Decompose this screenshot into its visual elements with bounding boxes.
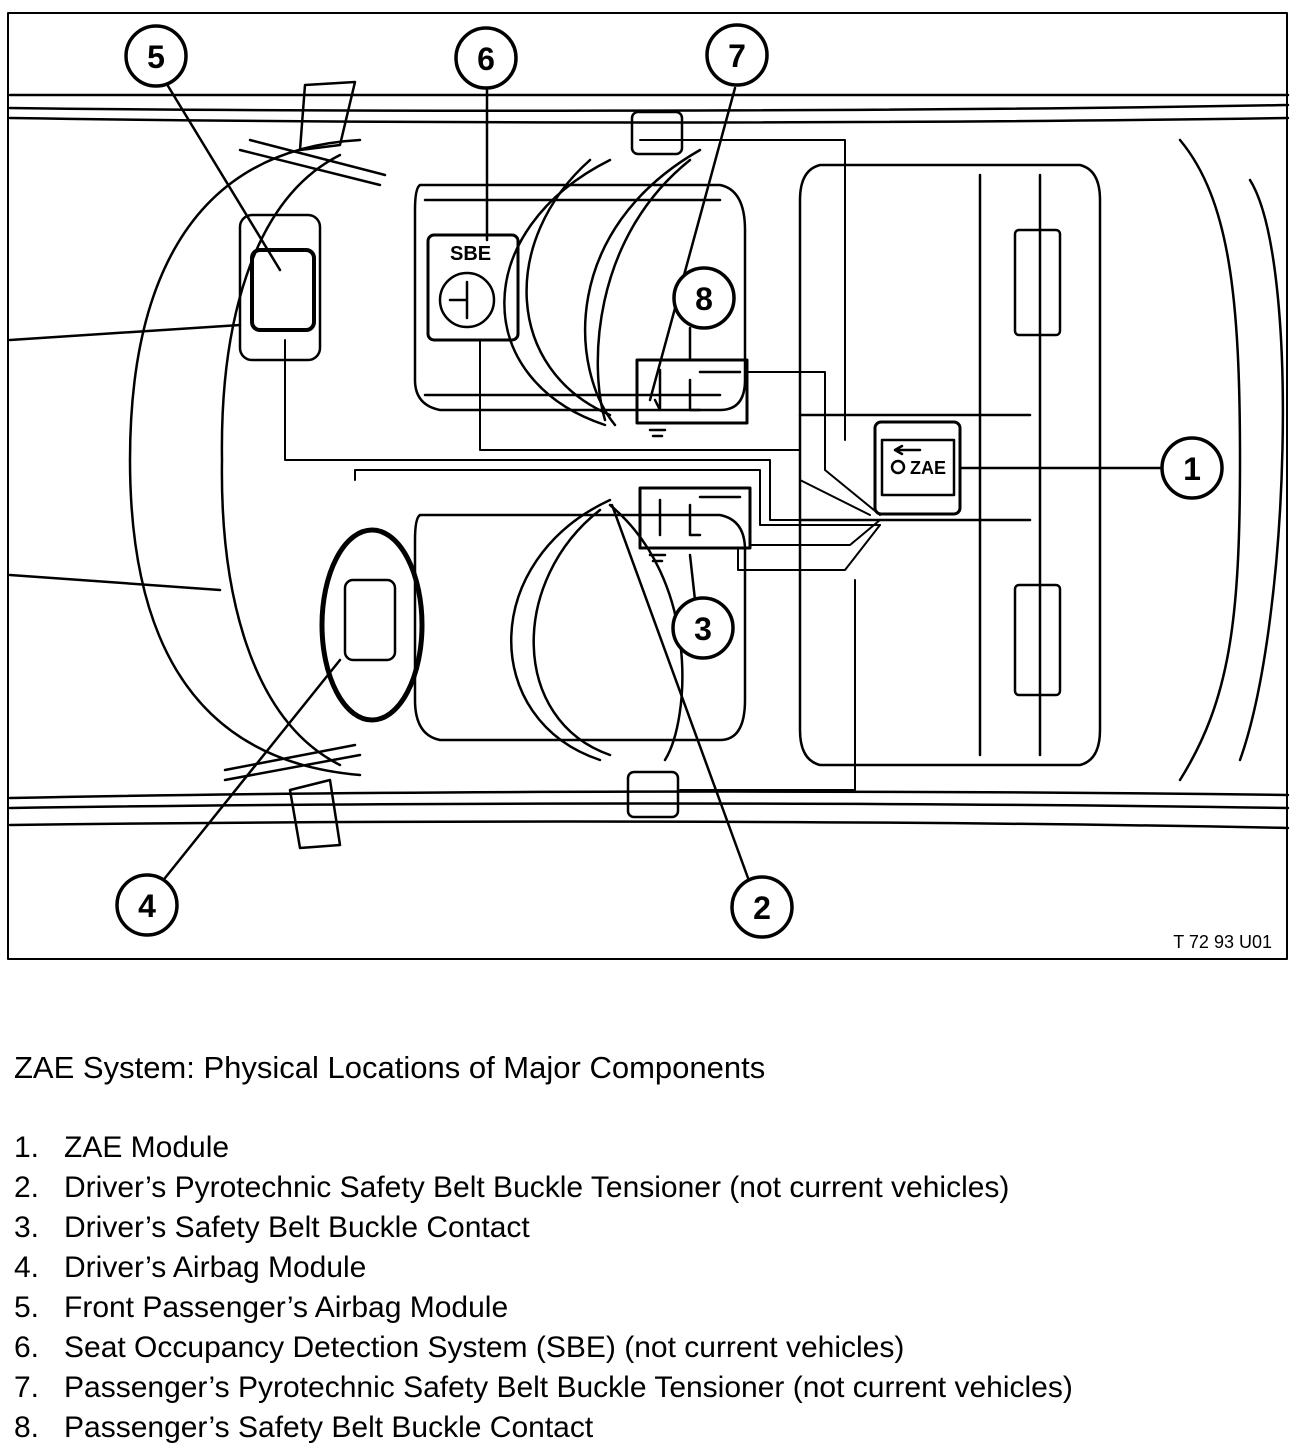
legend-number: 2. [14,1171,40,1204]
callout-4: 4 [138,888,156,924]
leader-lines [163,84,1164,880]
callout-2: 2 [753,890,771,926]
legend-text: Front Passenger’s Airbag Module [64,1291,509,1324]
driver-seat [413,513,747,742]
callout-3-circle [671,596,735,660]
callout-5: 5 [147,39,165,75]
callout-2-circle [730,875,794,939]
legend-text: Driver’s Airbag Module [64,1251,367,1284]
callout-4-circle [115,873,179,937]
legend-item: 7. Passenger’s Pyrotechnic Safety Belt Bu… [14,1368,1073,1408]
component-location-diagram: SBE [7,12,1290,960]
legend-number: 4. [14,1251,40,1284]
legend-item: 5. Front Passenger’s Airbag Module [14,1288,1073,1328]
driver-buckle-contact [638,486,752,563]
passenger-buckle-contact [635,358,749,438]
diagram-frame [7,12,1288,960]
leader-3 [688,553,697,602]
callout-3: 3 [694,611,712,647]
figure-code: T 72 93 U01 [1173,932,1272,952]
callout-8-circle [672,266,736,330]
callout-7-circle [705,23,769,87]
mirror-bottom [223,743,362,850]
legend-item: 1. ZAE Module [14,1128,1073,1168]
leader-2 [610,503,750,880]
legend-item: 6. Seat Occupancy Detection System (SBE) … [14,1328,1073,1368]
leader-7 [648,86,737,402]
legend-text: ZAE Module [64,1131,230,1164]
driver-airbag [319,527,425,723]
callout-8: 8 [695,281,713,317]
callout-6: 6 [477,41,495,77]
caption: ZAE System: Physical Locations of Major … [14,1050,766,1085]
callout-1-circle [1160,436,1224,500]
legend-text: Passenger’s Safety Belt Buckle Contact [64,1411,594,1444]
legend-text: Seat Occupancy Detection System (SBE) (n… [64,1331,905,1364]
legend-item: 4. Driver’s Airbag Module [14,1248,1073,1288]
legend-item: 2. Driver’s Pyrotechnic Safety Belt Buckl… [14,1168,1073,1208]
legend-number: 3. [14,1211,40,1244]
sbe-label: SBE [450,243,491,265]
car-body [8,93,1290,830]
legend-number: 8. [14,1411,40,1444]
callout-5-circle [124,24,188,88]
legend-item: 3. Driver’s Safety Belt Buckle Contact [14,1208,1073,1248]
legend-number: 6. [14,1331,40,1364]
legend-number: 7. [14,1371,40,1404]
legend-number: 1. [14,1131,40,1164]
callout-circles [115,23,1224,939]
sbe-sensor [426,233,520,342]
legend-text: Driver’s Safety Belt Buckle Contact [64,1211,530,1244]
leader-4 [163,658,342,880]
passenger-airbag [238,213,322,362]
wiring [284,139,881,791]
rear-seat [798,163,1102,767]
passenger-seat [413,183,747,412]
leader-5 [166,84,282,272]
legend-text: Driver’s Pyrotechnic Safety Belt Buckle … [64,1171,1010,1204]
component-legend: 1. ZAE Module 2. Driver’s Pyrotechnic Safe… [14,1128,1073,1448]
legend-item: 8. Passenger’s Safety Belt Buckle Contact [14,1408,1073,1448]
legend-number: 5. [14,1291,40,1324]
callout-1: 1 [1183,451,1201,487]
passenger-belt [503,110,702,427]
callout-7: 7 [728,38,746,74]
mirror-top [238,80,387,187]
legend-text: Passenger’s Pyrotechnic Safety Belt Buck… [64,1371,1073,1404]
zae-label: ZAE [910,458,946,478]
callout-6-circle [454,26,518,90]
